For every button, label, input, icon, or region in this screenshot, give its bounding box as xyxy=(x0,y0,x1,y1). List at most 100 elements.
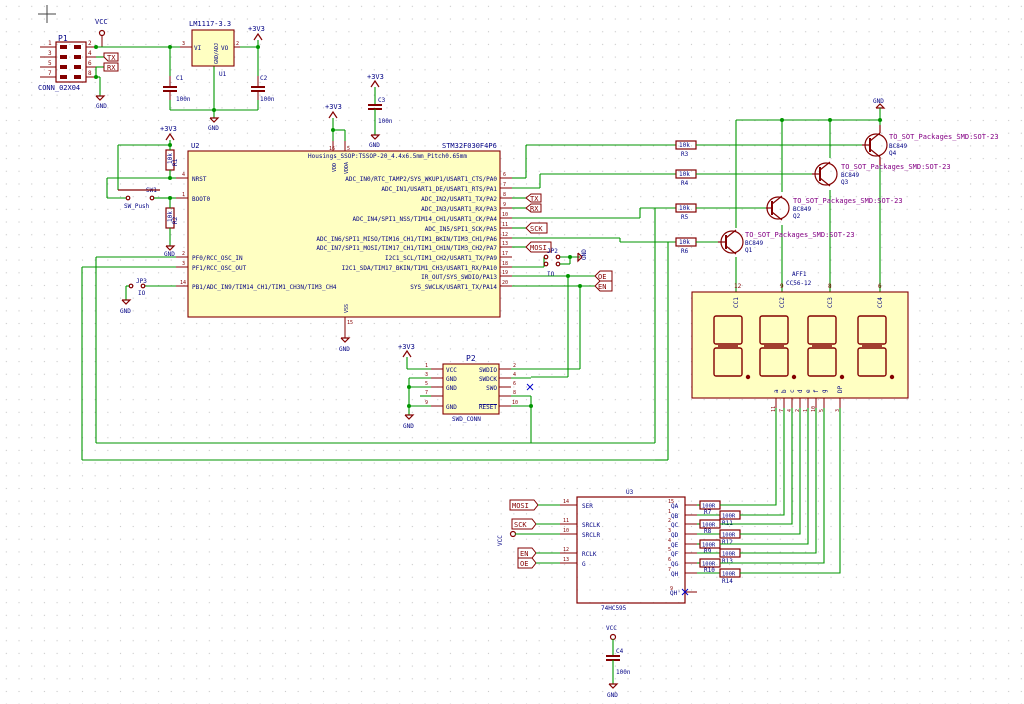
u3-output-pin: 15 xyxy=(668,499,674,505)
jumper-jp2[interactable]: JP2 IO GND xyxy=(512,248,588,278)
svg-text:TO_SOT_Packages_SMD:SOT-23: TO_SOT_Packages_SMD:SOT-23 xyxy=(841,163,951,171)
svg-text:RX: RX xyxy=(107,64,116,72)
switch-sw1[interactable]: SW1 SW_Push xyxy=(107,187,160,210)
svg-text:R1: R1 xyxy=(172,158,179,166)
resistor-ref: R9 xyxy=(704,548,712,555)
svg-text:GND: GND xyxy=(446,385,457,392)
svg-text:10: 10 xyxy=(502,212,508,218)
svg-text:R2: R2 xyxy=(172,216,179,224)
u3-output-label: QB xyxy=(671,513,679,520)
svg-text:8: 8 xyxy=(828,283,832,290)
svg-text:100n: 100n xyxy=(260,96,275,103)
capacitor-c4[interactable]: VCC C4 100n GND xyxy=(606,625,631,699)
transistor-q2[interactable]: TO_SOT_Packages_SMD:SOT-23 BC849 Q2 xyxy=(766,195,903,221)
shift-register-u3[interactable]: U3 SER SRCLK SRCLR RCLK G 14 11 10 12 13… xyxy=(560,489,697,612)
svg-text:Q4: Q4 xyxy=(889,150,897,157)
svg-text:I2C1_SCL/TIM1_CH2/USART1_TX/PA: I2C1_SCL/TIM1_CH2/USART1_TX/PA9 xyxy=(385,255,497,262)
seven-segment-display-aff1[interactable]: AFF1 CC56-12 12 9 8 6 CC1 CC2 CC3 CC4 a1… xyxy=(691,271,909,412)
svg-text:18: 18 xyxy=(502,261,508,267)
capacitor-c1[interactable]: C1 100n xyxy=(163,75,191,103)
resistor-r1[interactable]: 10k R1 xyxy=(165,149,179,171)
resistor-r6[interactable]: 10k R6 xyxy=(675,237,697,255)
svg-text:3: 3 xyxy=(182,261,185,267)
digit-4 xyxy=(857,315,895,380)
transistor-q4[interactable]: TO_SOT_Packages_SMD:SOT-23 BC849 Q4 xyxy=(862,125,999,165)
svg-text:BC849: BC849 xyxy=(889,143,907,150)
svg-text:SYS_SWCLK/USART1_TX/PA14: SYS_SWCLK/USART1_TX/PA14 xyxy=(410,284,497,291)
svg-text:C2: C2 xyxy=(260,75,268,82)
u3-output-pin: 2 xyxy=(668,518,671,524)
svg-text:MOSI: MOSI xyxy=(530,244,547,252)
capacitor-c2[interactable]: C2 100n xyxy=(251,75,275,103)
svg-text:BC849: BC849 xyxy=(841,172,859,179)
segment-label: DP xyxy=(837,385,844,393)
resistor-value: 100R xyxy=(722,514,736,520)
netlabel-oe-mcu: OE xyxy=(594,270,613,282)
svg-text:6: 6 xyxy=(88,60,92,67)
regulator-u1[interactable]: LM1117-3.3 VI VO 3 2 GND/ADJ U1 xyxy=(180,20,240,78)
capacitor-c3[interactable]: +3V3 C3 100n GND xyxy=(367,73,393,149)
transistor-q3[interactable]: TO_SOT_Packages_SMD:SOT-23 BC849 Q3 xyxy=(812,161,951,187)
v33-symbol-u2: +3V3 xyxy=(325,103,342,119)
svg-text:SWDCK: SWDCK xyxy=(479,376,497,383)
svg-text:BOOT0: BOOT0 xyxy=(192,196,210,203)
resistor-r4[interactable]: 10k R4 xyxy=(675,169,697,187)
connector-p1[interactable]: P1 1 3 5 7 2 4 6 8 CONN_02X04 xyxy=(38,34,96,92)
netlabel-sck-mcu: SCK xyxy=(512,222,548,234)
svg-text:11: 11 xyxy=(502,222,508,228)
svg-text:GND: GND xyxy=(120,308,131,315)
svg-text:10: 10 xyxy=(563,528,569,534)
svg-text:10k: 10k xyxy=(679,205,690,212)
swd-connector-p2[interactable]: P2 VCC GND GND GND SWDIO SWDCK SWO RESET… xyxy=(425,354,518,423)
svg-text:20: 20 xyxy=(502,280,508,286)
svg-text:TX: TX xyxy=(107,54,116,62)
svg-text:JP3: JP3 xyxy=(136,278,147,285)
svg-text:10k: 10k xyxy=(679,239,690,246)
svg-text:RESET: RESET xyxy=(479,404,497,411)
digit-1 xyxy=(713,315,751,380)
svg-text:7: 7 xyxy=(425,390,428,396)
svg-text:SCK: SCK xyxy=(514,521,527,529)
svg-text:9: 9 xyxy=(425,400,428,406)
svg-text:12: 12 xyxy=(563,547,569,553)
svg-text:ADC_IN7/SPI1_MOSI/TIM17_CH1/TI: ADC_IN7/SPI1_MOSI/TIM17_CH1/TIM1_CH1N/TI… xyxy=(316,245,497,252)
segment-pin-number: 2 xyxy=(795,409,801,412)
segment-label: g xyxy=(821,389,828,393)
svg-text:100n: 100n xyxy=(378,118,393,125)
svg-text:EN: EN xyxy=(598,283,606,291)
svg-text:Q1: Q1 xyxy=(745,247,753,254)
u3-output-label: QE xyxy=(671,542,679,549)
resistor-r2[interactable]: 10k R2 xyxy=(165,207,179,229)
svg-text:GND: GND xyxy=(446,404,457,411)
svg-text:Q2: Q2 xyxy=(793,213,801,220)
digit-2 xyxy=(759,315,797,380)
svg-text:16: 16 xyxy=(329,146,335,152)
svg-text:PB1/ADC_IN9/TIM14_CH1/TIM1_CH3: PB1/ADC_IN9/TIM14_CH1/TIM1_CH3N/TIM3_CH4 xyxy=(192,284,337,291)
svg-text:SWO: SWO xyxy=(486,385,497,392)
noconnect-swo xyxy=(526,383,534,391)
svg-text:I2C1_SDA/TIM17_BKIN/TIM1_CH3/U: I2C1_SDA/TIM17_BKIN/TIM1_CH3/USART1_RX/P… xyxy=(342,265,498,272)
mcu-u2[interactable]: U2 STM32F030F4P6 Housings_SSOP:TSSOP-20_… xyxy=(176,141,512,353)
resistor-r3[interactable]: 10k R3 xyxy=(675,140,697,158)
resistor-r5[interactable]: 10k R5 xyxy=(675,203,697,221)
svg-text:VO: VO xyxy=(221,45,229,52)
segment-pin-number: 5 xyxy=(819,409,825,412)
digit-3 xyxy=(807,315,845,380)
svg-text:TO_SOT_Packages_SMD:SOT-23: TO_SOT_Packages_SMD:SOT-23 xyxy=(889,133,999,141)
vcc-symbol-u3: VCC xyxy=(497,530,560,546)
jumper-jp3[interactable]: JP3 IO GND xyxy=(120,278,147,315)
svg-text:VCC: VCC xyxy=(446,367,457,374)
svg-text:SRCLR: SRCLR xyxy=(582,532,600,539)
resistor-value: 100R xyxy=(702,504,716,510)
resistor-value: 100R xyxy=(722,533,736,539)
gnd-symbol-r2: GND xyxy=(164,245,176,258)
transistor-q1[interactable]: TO_SOT_Packages_SMD:SOT-23 BC849 Q1 xyxy=(718,229,855,255)
svg-text:SCK: SCK xyxy=(530,225,543,233)
svg-text:+3V3: +3V3 xyxy=(398,343,415,351)
svg-text:Q3: Q3 xyxy=(841,179,849,186)
netlabel-tx-top: TX xyxy=(103,52,119,62)
netlabel-tx-mcu: TX xyxy=(512,193,542,203)
u3-output-label: QA xyxy=(671,503,679,510)
resistor-ref: R13 xyxy=(722,558,733,565)
svg-text:1: 1 xyxy=(425,363,428,369)
